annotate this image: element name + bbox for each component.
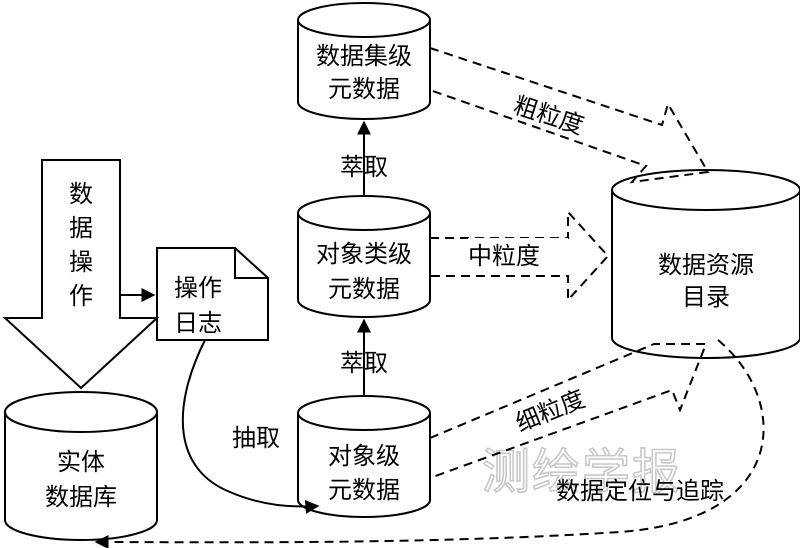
medium-granularity-label: 中粒度 bbox=[468, 242, 540, 270]
class-metadata-label-2: 元数据 bbox=[328, 275, 400, 303]
resource-catalog-cylinder: 数据资源 目录 bbox=[611, 169, 800, 359]
operation-log-label-2: 日志 bbox=[174, 309, 222, 337]
object-metadata-cylinder: 对象级 元数据 bbox=[297, 395, 431, 518]
data-operation-arrow: 数 据 操 作 bbox=[2, 159, 160, 390]
dataset-metadata-cylinder: 数据集级 元数据 bbox=[297, 2, 431, 120]
data-operation-char-3: 操 bbox=[69, 248, 93, 276]
fine-granularity-arrow bbox=[429, 343, 708, 479]
dataset-metadata-label-2: 元数据 bbox=[328, 75, 400, 103]
refine-lower-label: 萃取 bbox=[340, 349, 388, 377]
data-operation-char-4: 作 bbox=[69, 282, 93, 310]
object-metadata-label-1: 对象级 bbox=[328, 442, 400, 470]
coarse-granularity-arrow bbox=[429, 47, 710, 184]
extract-label: 抽取 bbox=[232, 424, 280, 452]
refine-upper-label: 萃取 bbox=[340, 153, 388, 181]
class-metadata-label-1: 对象类级 bbox=[316, 240, 412, 268]
entity-database-label-2: 数据库 bbox=[45, 483, 117, 511]
entity-database-label-1: 实体 bbox=[57, 448, 105, 476]
resource-catalog-label-2: 目录 bbox=[682, 283, 730, 311]
operation-log-label-1: 操作 bbox=[174, 274, 222, 302]
dataset-metadata-label-1: 数据集级 bbox=[316, 42, 412, 70]
fine-granularity-label: 细粒度 bbox=[512, 385, 589, 438]
trace-label: 数据定位与追踪 bbox=[556, 477, 724, 505]
class-metadata-cylinder: 对象类级 元数据 bbox=[297, 195, 431, 318]
operation-log-document: 操作 日志 bbox=[156, 247, 269, 341]
medium-granularity-label-bg bbox=[468, 238, 568, 268]
resource-catalog-label-1: 数据资源 bbox=[658, 251, 754, 279]
object-metadata-label-2: 元数据 bbox=[328, 476, 400, 504]
data-operation-char-1: 数 bbox=[69, 180, 93, 208]
entity-database-cylinder: 实体 数据库 bbox=[4, 391, 158, 541]
journal-watermark: 测绘学报 bbox=[482, 444, 682, 500]
data-operation-char-2: 据 bbox=[69, 214, 93, 242]
extract-curve bbox=[181, 339, 320, 514]
